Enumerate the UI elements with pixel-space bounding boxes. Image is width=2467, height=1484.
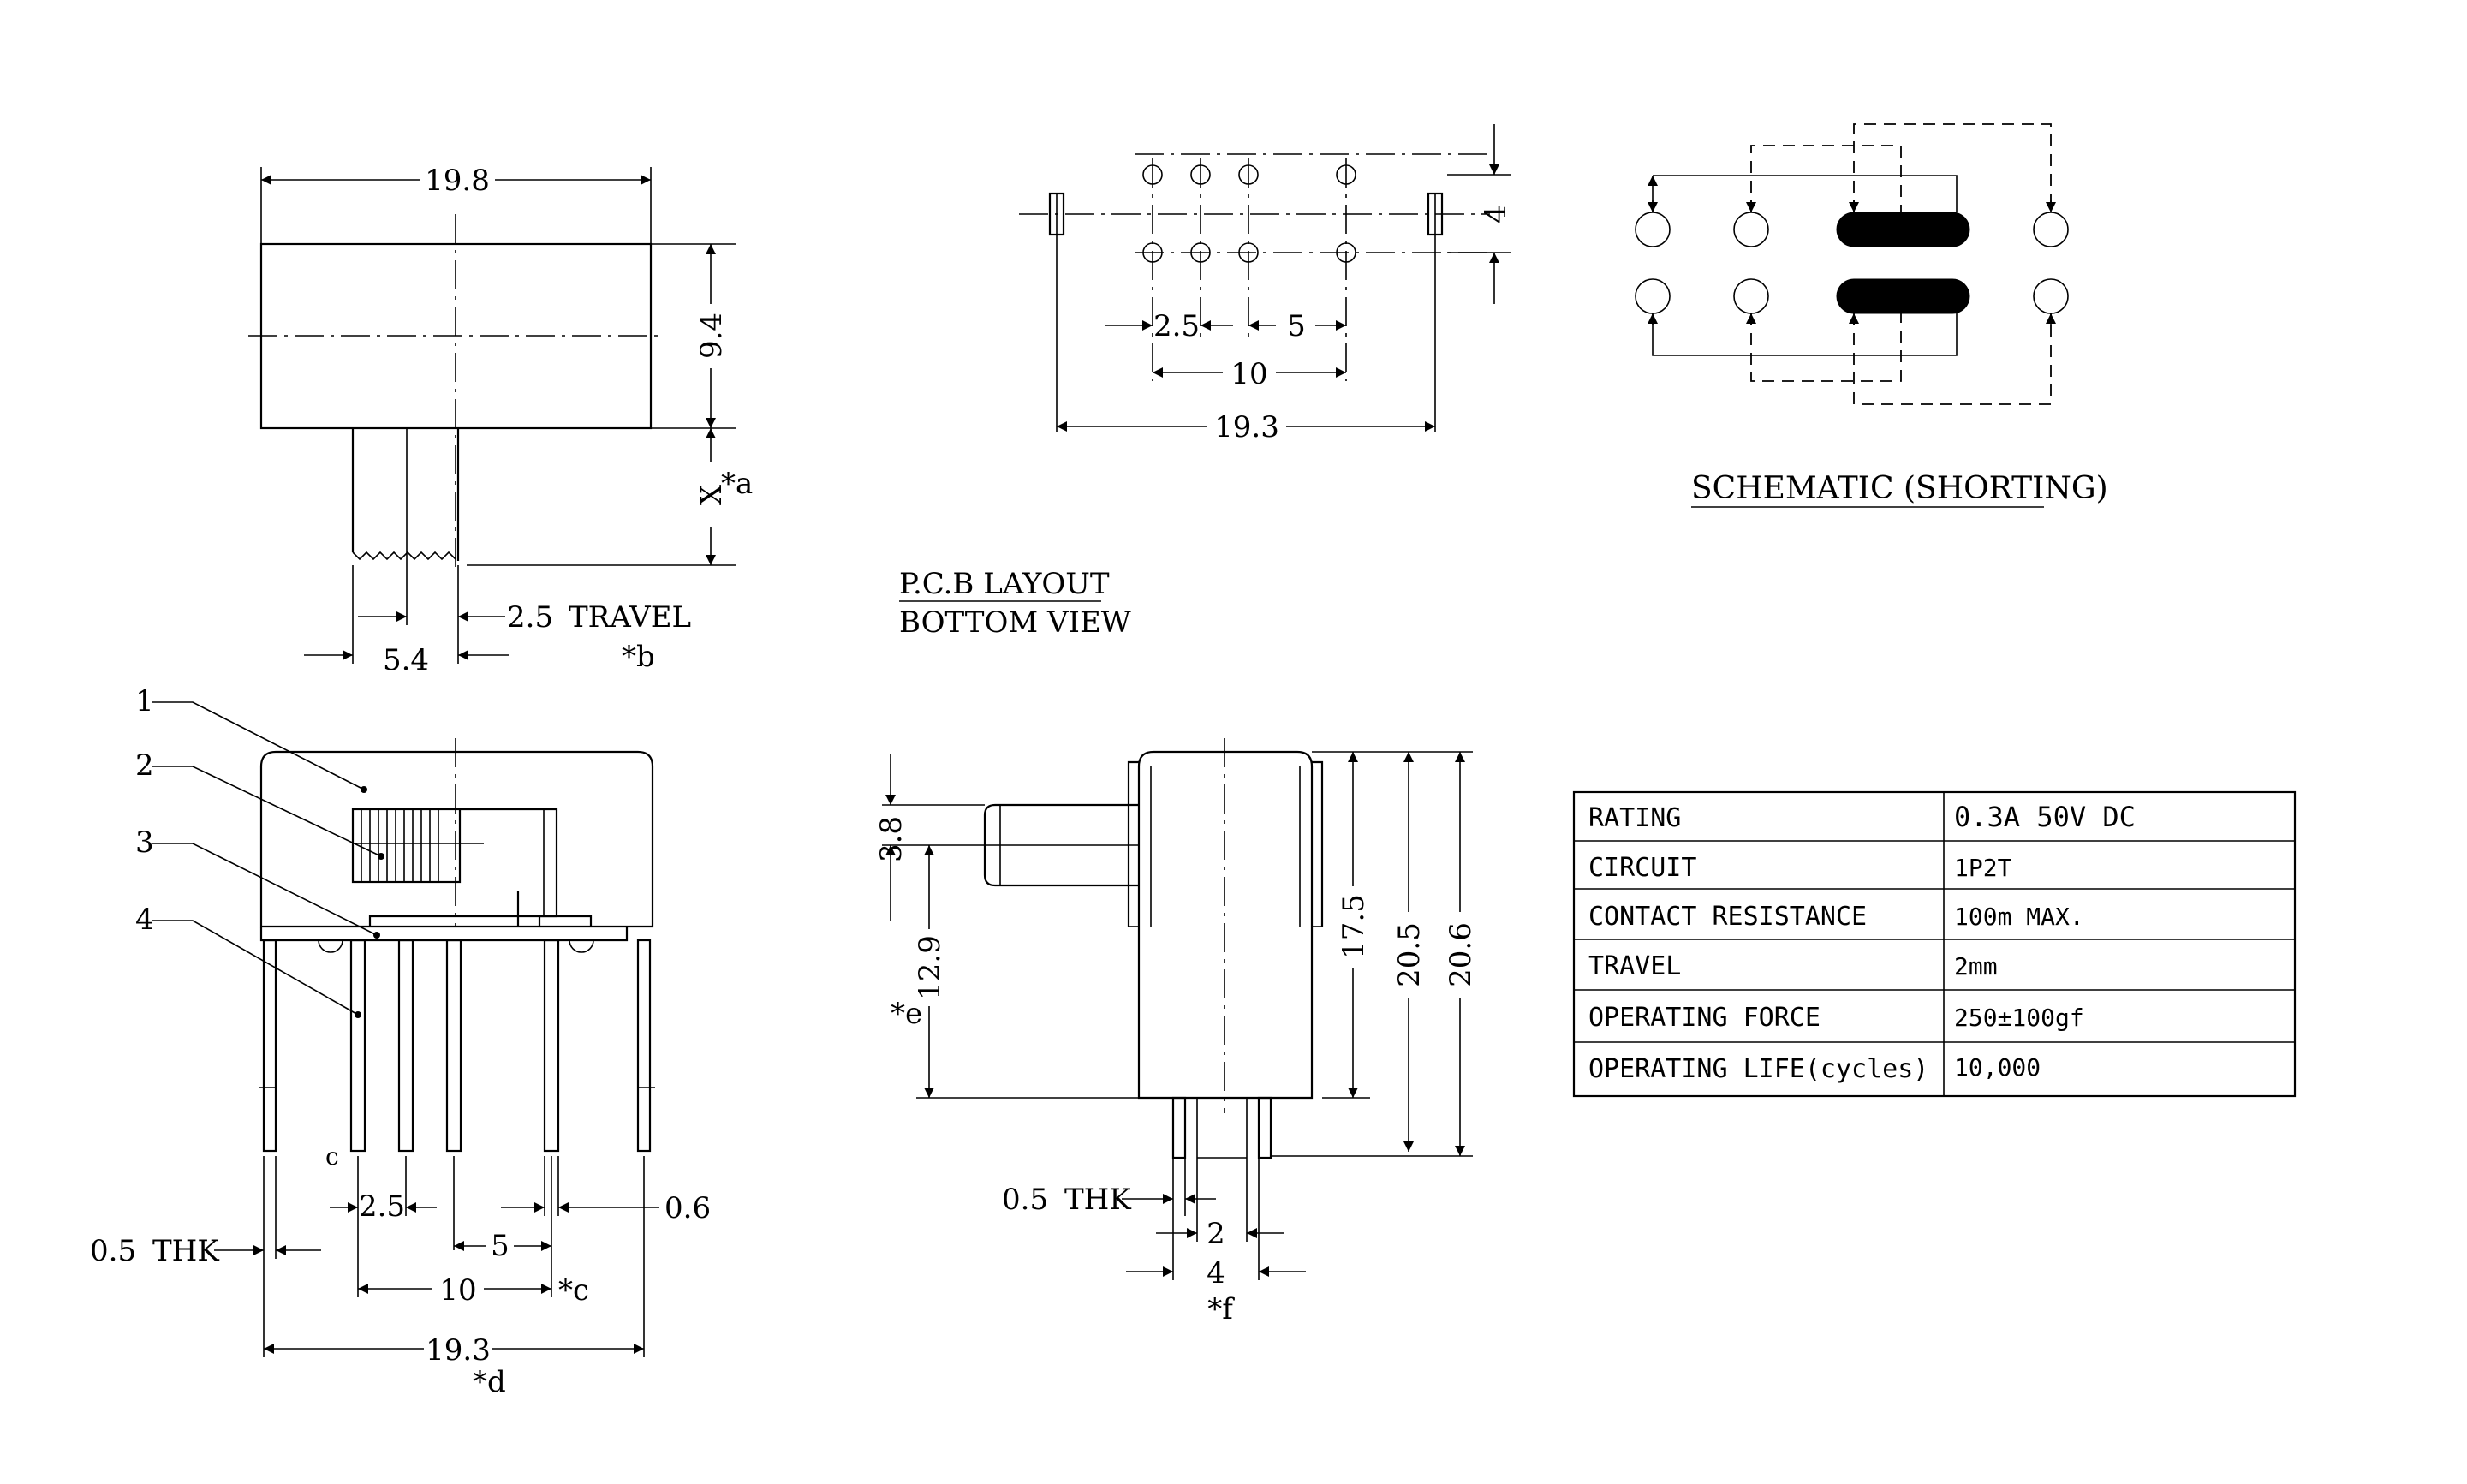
spec-row-contact-resistance: CONTACT RESISTANCE 100m MAX. bbox=[1588, 902, 2084, 932]
spec-value-circuit: 1P2T bbox=[1954, 854, 2012, 882]
front-span-1: 10 bbox=[439, 1273, 476, 1308]
contact-pins bbox=[349, 939, 560, 1153]
side-actuator-pos: 12.9 bbox=[913, 935, 947, 1000]
front-pitch-1: 2.5 bbox=[359, 1189, 405, 1224]
side-actuator-note: *e bbox=[891, 997, 922, 1031]
spec-label-circuit: CIRCUIT bbox=[1588, 853, 1696, 883]
side-pin-note: *f bbox=[1207, 1292, 1235, 1326]
travel-note: *b bbox=[622, 640, 655, 674]
pcb-layout: 4 2.5 5 10 19.3 P.C.B LAYOUT BOTTOM VIEW bbox=[899, 124, 1513, 640]
side-thickness: 0.5 bbox=[1002, 1183, 1048, 1217]
front-pitch-2: 5 bbox=[491, 1229, 509, 1263]
callout-2: 2 bbox=[135, 748, 154, 783]
spec-label-operating-life: OPERATING LIFE(cycles) bbox=[1588, 1054, 1928, 1084]
spec-row-rating: RATING 0.3A 50V DC bbox=[1588, 801, 2136, 833]
actuator-width-dim: 5.4 bbox=[383, 643, 429, 677]
callout-4: 4 bbox=[135, 903, 154, 937]
spec-value-operating-force: 250±100gf bbox=[1954, 1004, 2084, 1032]
front-span-2-note: *d bbox=[473, 1365, 506, 1399]
spec-value-contact-resistance: 100m MAX. bbox=[1954, 903, 2084, 931]
side-body-height: 17.5 bbox=[1337, 894, 1371, 959]
spec-label-operating-force: OPERATING FORCE bbox=[1588, 1003, 1820, 1033]
top-height-dim: 9.4 bbox=[694, 313, 729, 359]
top-view: 19.8 9.4 X *a 2.5 TRAVEL *b 5.4 bbox=[248, 164, 753, 677]
spec-value-operating-life: 10,000 bbox=[1954, 1053, 2041, 1082]
shorting-bar-bottom bbox=[1836, 278, 1970, 314]
front-thickness: 0.5 bbox=[90, 1234, 136, 1268]
actuator-x-note: *a bbox=[721, 467, 753, 501]
pcb-pitch-2: 5 bbox=[1287, 309, 1306, 343]
spec-label-contact-resistance: CONTACT RESISTANCE bbox=[1588, 902, 1867, 932]
spec-value-travel: 2mm bbox=[1954, 952, 1998, 980]
spec-label-rating: RATING bbox=[1588, 803, 1681, 833]
actuator-x-dim: X bbox=[694, 484, 729, 505]
travel-value: 2.5 bbox=[507, 600, 553, 635]
side-height-2: 20.6 bbox=[1444, 922, 1478, 987]
shorting-bar-top bbox=[1836, 212, 1970, 247]
side-height-1: 20.5 bbox=[1392, 922, 1427, 987]
top-width-dim: 19.8 bbox=[425, 164, 490, 198]
side-view: 3.8 12.9 *e 17.5 20.5 20.6 0.5 THK 2 4 * bbox=[874, 738, 1478, 1326]
side-thk-label: THK bbox=[1064, 1183, 1131, 1217]
pcb-span-1: 10 bbox=[1231, 357, 1267, 391]
spec-value-rating: 0.3A 50V DC bbox=[1954, 801, 2136, 833]
pcb-row-pitch: 4 bbox=[1479, 205, 1513, 223]
spec-label-travel: TRAVEL bbox=[1588, 951, 1681, 981]
spec-row-operating-force: OPERATING FORCE 250±100gf bbox=[1588, 1003, 2084, 1033]
front-span-1-note: *c bbox=[558, 1273, 589, 1308]
front-thk-label: THK bbox=[152, 1234, 219, 1268]
pcb-span-2: 19.3 bbox=[1214, 410, 1279, 444]
side-pin-gap: 2 bbox=[1207, 1217, 1225, 1251]
spec-table: RATING 0.3A 50V DC CIRCUIT 1P2T CONTACT … bbox=[1572, 790, 2297, 1098]
side-pin-span: 4 bbox=[1207, 1256, 1225, 1290]
front-view: c 1 2 3 4 0.5 THK 2.5 bbox=[90, 684, 711, 1399]
travel-label: TRAVEL bbox=[569, 600, 691, 635]
pcb-hole-row-top bbox=[1142, 164, 1356, 185]
front-pin-width: 0.6 bbox=[664, 1191, 711, 1225]
front-span-2: 19.3 bbox=[426, 1333, 491, 1368]
side-actuator-height: 3.8 bbox=[874, 816, 909, 862]
spec-row-circuit: CIRCUIT 1P2T bbox=[1588, 853, 2012, 883]
pin-mark-c: c bbox=[325, 1142, 339, 1171]
pcb-pitch-1: 2.5 bbox=[1153, 309, 1200, 343]
pcb-layout-subtitle: BOTTOM VIEW bbox=[899, 605, 1131, 640]
callouts: 1 2 3 4 bbox=[135, 684, 384, 1018]
callout-1: 1 bbox=[135, 684, 154, 718]
pcb-layout-title: P.C.B LAYOUT bbox=[899, 567, 1110, 601]
callout-3: 3 bbox=[135, 825, 154, 860]
spec-row-operating-life: OPERATING LIFE(cycles) 10,000 bbox=[1588, 1053, 2041, 1084]
spec-row-travel: TRAVEL 2mm bbox=[1588, 951, 1998, 981]
schematic: SCHEMATIC (SHORTING) bbox=[1635, 123, 2108, 508]
schematic-title: SCHEMATIC (SHORTING) bbox=[1691, 471, 2108, 506]
